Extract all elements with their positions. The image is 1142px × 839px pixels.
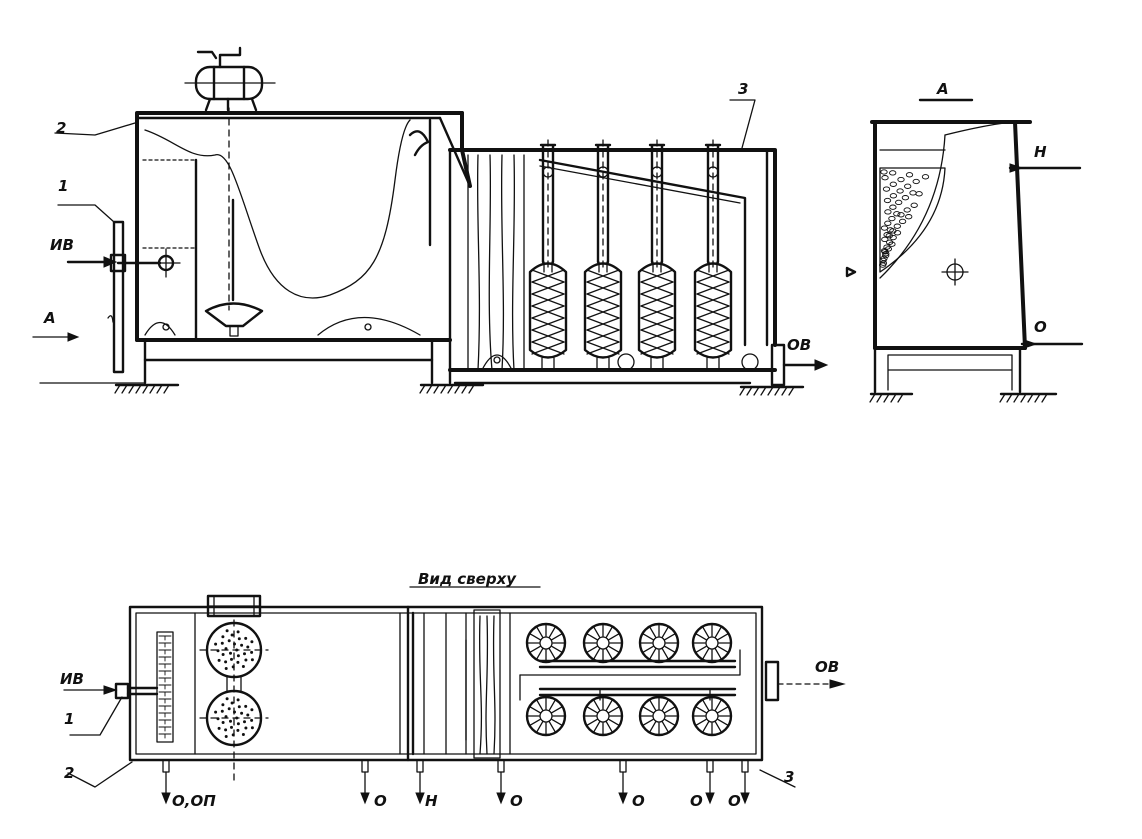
compressor-icon bbox=[184, 46, 276, 112]
label-num-3-side: 3 bbox=[738, 80, 748, 98]
label-num-1-side: 1 bbox=[58, 177, 68, 195]
gravel-fill bbox=[879, 167, 946, 273]
label-o-4: О bbox=[690, 792, 703, 810]
outlet-ov bbox=[770, 343, 829, 387]
label-o-2: О bbox=[510, 792, 523, 810]
filter-curtain bbox=[473, 609, 501, 759]
label-num-2-top: 2 bbox=[64, 764, 74, 782]
top-view-title: Вид сверху bbox=[418, 570, 517, 588]
label-num-3-top: 3 bbox=[784, 768, 794, 786]
filter-cylinder-icon bbox=[637, 139, 677, 371]
arrow-icon bbox=[618, 759, 628, 805]
label-o-section: О bbox=[1034, 318, 1047, 336]
filter-cylinder-icon bbox=[583, 139, 623, 371]
rotor-disc-icon bbox=[691, 622, 733, 664]
arrow-icon bbox=[496, 759, 506, 805]
filter-curtain bbox=[467, 154, 525, 371]
arrow-icon bbox=[415, 759, 425, 805]
settling-discs bbox=[199, 619, 269, 781]
label-o-3: О bbox=[632, 792, 645, 810]
label-section-a: А bbox=[936, 80, 949, 98]
rotor-disc-icon bbox=[582, 622, 624, 664]
label-num-1-top: 1 bbox=[64, 710, 74, 728]
rotor-discs bbox=[525, 622, 733, 737]
drain-outlets bbox=[161, 759, 750, 805]
side-view bbox=[32, 46, 829, 396]
label-o-5: О bbox=[728, 792, 741, 810]
label-n-top: Н bbox=[425, 792, 438, 810]
label-num-2-side: 2 bbox=[56, 119, 66, 137]
label-iv-side: ИВ bbox=[50, 236, 74, 254]
filter-cylinder-icon bbox=[693, 139, 733, 371]
ground-hatch-icon bbox=[869, 392, 1058, 403]
ground-hatch-icon bbox=[114, 383, 805, 396]
section-a-view bbox=[845, 98, 1084, 403]
arrow-icon bbox=[103, 256, 118, 268]
label-ov-top: ОВ bbox=[815, 658, 839, 676]
rotor-disc-icon bbox=[525, 695, 567, 737]
top-view bbox=[63, 586, 846, 805]
filter-cylinder-icon bbox=[156, 631, 174, 743]
settling-tank bbox=[116, 107, 464, 385]
label-o-op: О,ОП bbox=[172, 792, 216, 810]
rotor-disc-icon bbox=[525, 622, 567, 664]
arrow-icon bbox=[360, 759, 370, 805]
filter-columns bbox=[528, 139, 733, 371]
rotor-disc-icon bbox=[638, 622, 680, 664]
label-o-1: О bbox=[374, 792, 387, 810]
label-iv-top: ИВ bbox=[60, 670, 84, 688]
arrow-icon bbox=[740, 759, 750, 805]
label-a-arrow: А bbox=[43, 309, 56, 327]
rotor-disc-icon bbox=[582, 695, 624, 737]
rotor-disc-icon bbox=[691, 695, 733, 737]
filter-cylinder-icon bbox=[528, 139, 568, 371]
rotor-disc-icon bbox=[638, 695, 680, 737]
label-n-section: Н bbox=[1034, 143, 1047, 161]
labels: ИВ А ОВ 1 2 3 А Н О Вид сверху ИВ 1 2 ОВ… bbox=[43, 80, 1047, 810]
arrow-icon bbox=[161, 759, 171, 805]
label-ov-side: ОВ bbox=[787, 336, 811, 354]
arrow-icon bbox=[705, 759, 715, 805]
arrow-icon bbox=[67, 332, 80, 342]
